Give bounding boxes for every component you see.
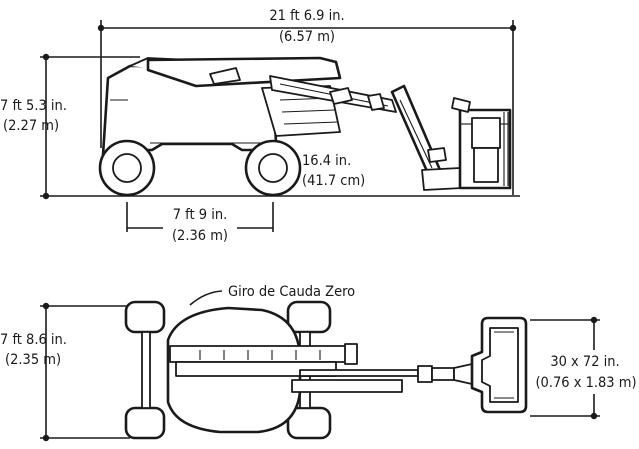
zero-tail-swing-callout: Giro de Cauda Zero bbox=[228, 284, 355, 300]
stowed-height-label: 7 ft 5.3 in. bbox=[0, 98, 67, 114]
overall-width-metric: (2.35 m) bbox=[5, 352, 61, 368]
overall-length-label: 21 ft 6.9 in. bbox=[269, 8, 344, 24]
platform-size-metric: (0.76 x 1.83 m) bbox=[535, 375, 636, 391]
wheel-top-fr bbox=[124, 406, 166, 440]
boom-top bbox=[169, 343, 473, 393]
side-view: 21 ft 6.9 in. (6.57 m) 7 ft 5.3 in. (2.2… bbox=[0, 8, 520, 244]
boom-assembly bbox=[146, 56, 463, 191]
platform-size-label: 30 x 72 in. bbox=[550, 354, 619, 370]
wheelbase-label: 7 ft 9 in. bbox=[173, 207, 228, 223]
stowed-height-dimension: 7 ft 5.3 in. (2.27 m) bbox=[0, 53, 140, 200]
axle-front bbox=[141, 331, 151, 409]
overall-length-metric: (6.57 m) bbox=[279, 29, 335, 45]
top-view: Giro de Cauda Zero 7 ft 8.6 in. (2.35 m) bbox=[0, 284, 638, 442]
platform-size-dimension: 30 x 72 in. (0.76 x 1.83 m) bbox=[530, 316, 638, 420]
platform-side bbox=[451, 97, 512, 190]
wheel-front bbox=[98, 139, 156, 197]
overall-width-dimension: 7 ft 8.6 in. (2.35 m) bbox=[0, 302, 130, 442]
platform-top bbox=[470, 316, 528, 414]
wheelbase-dimension: 7 ft 9 in. (2.36 m) bbox=[126, 202, 274, 244]
wheel-rear bbox=[244, 139, 302, 197]
ground-clearance-metric: (41.7 cm) bbox=[302, 173, 365, 189]
overall-length-dimension: 21 ft 6.9 in. (6.57 m) bbox=[97, 8, 517, 195]
ground-clearance-label: 16.4 in. bbox=[302, 153, 351, 169]
callout-leader bbox=[189, 290, 223, 306]
wheelbase-metric: (2.36 m) bbox=[172, 228, 228, 244]
stowed-height-metric: (2.27 m) bbox=[3, 118, 59, 134]
wheel-top-rl bbox=[286, 300, 332, 334]
wheel-top-fl bbox=[124, 300, 166, 334]
overall-width-label: 7 ft 8.6 in. bbox=[0, 332, 67, 348]
